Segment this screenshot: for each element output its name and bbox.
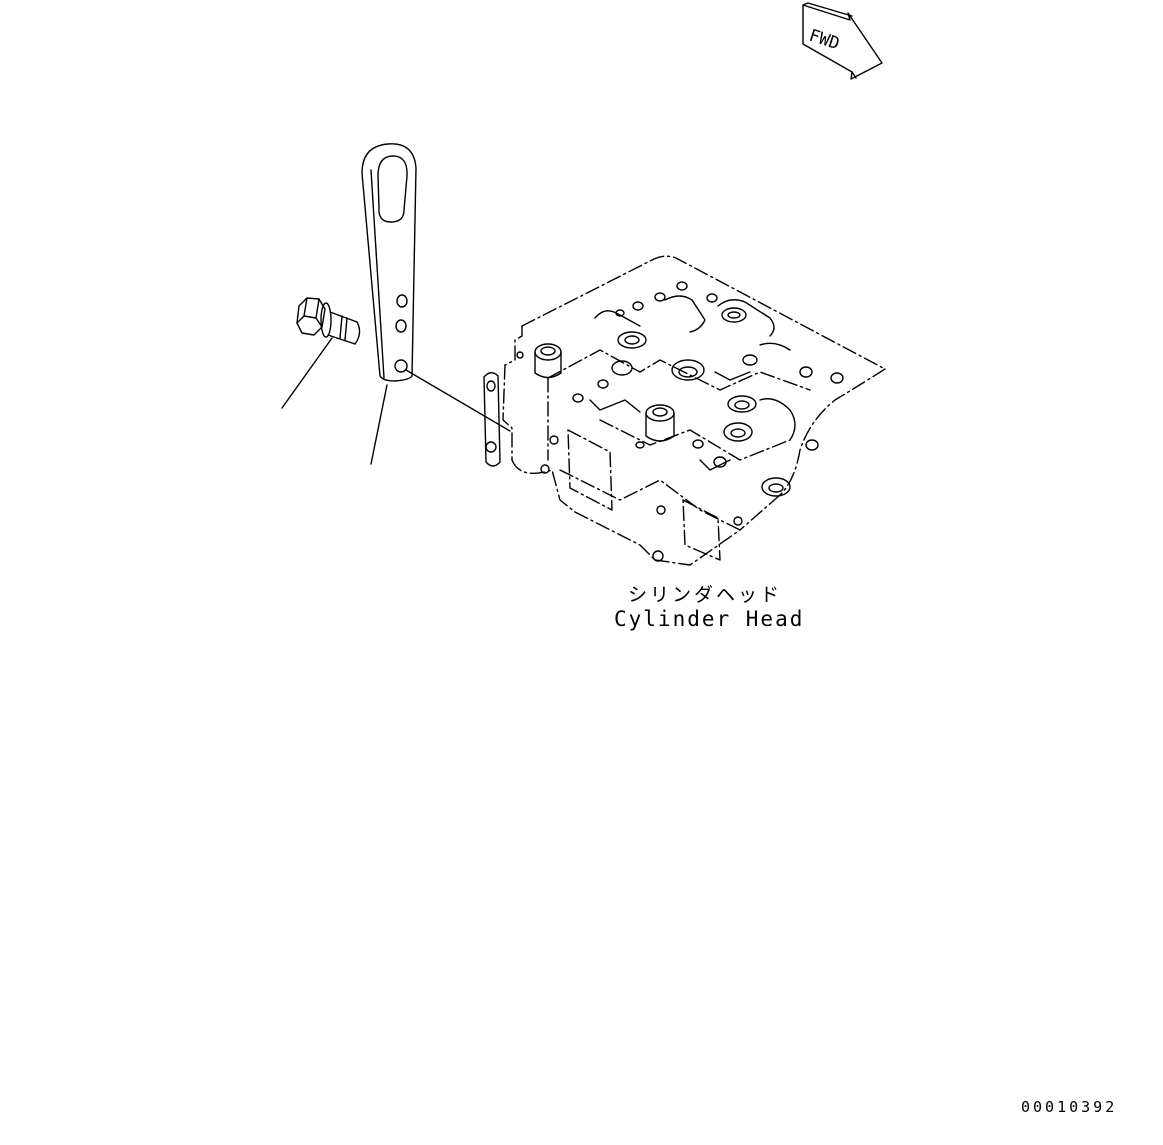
fwd-text: FWD — [806, 26, 841, 55]
document-number: 00010392 — [1021, 1098, 1118, 1116]
leader-lines — [281, 337, 511, 465]
cylinder-head-label-ja: シリンダヘッド — [628, 584, 783, 606]
bolt-icon — [296, 297, 361, 345]
cylinder-head-label-en: Cylinder Head — [614, 607, 805, 631]
bracket-icon — [361, 143, 417, 382]
cylinder-head-features — [483, 281, 844, 562]
cylinder-head-icon — [502, 255, 886, 566]
fwd-arrow-icon: FWD — [802, 2, 883, 80]
